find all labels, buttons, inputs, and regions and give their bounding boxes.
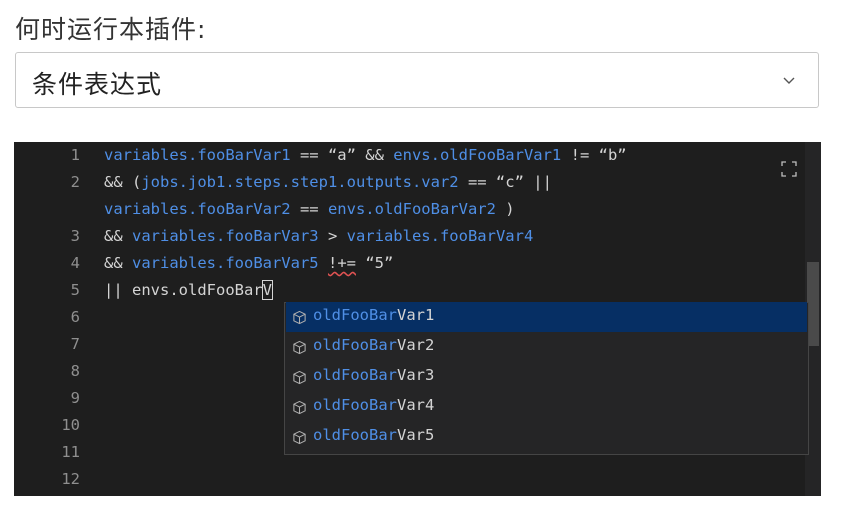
code-line[interactable]: || envs.oldFooBarV xyxy=(104,277,274,304)
cube-icon xyxy=(293,430,306,445)
code-token: && xyxy=(104,227,132,245)
line-number: 1 xyxy=(70,146,80,164)
suggestion-match: oldFooBar xyxy=(313,336,397,354)
code-variable: variables.fooBarVar5 xyxy=(132,254,319,272)
cube-icon xyxy=(293,400,306,415)
code-variable: envs.oldFooBarVar2 xyxy=(327,200,496,218)
line-number: 8 xyxy=(70,362,80,380)
condition-select[interactable]: 条件表达式 xyxy=(15,52,819,108)
scrollbar-thumb[interactable] xyxy=(807,262,819,346)
suggestion-label: oldFooBarVar4 xyxy=(313,390,434,420)
code-token: “5” xyxy=(355,254,394,272)
chevron-down-icon xyxy=(783,77,795,84)
suggestion-item[interactable]: oldFooBarVar3 xyxy=(286,362,807,392)
line-number: 3 xyxy=(70,227,80,245)
code-line[interactable]: && variables.fooBarVar3 > variables.fooB… xyxy=(104,223,533,250)
line-number: 11 xyxy=(61,443,80,461)
code-token: == “a” && xyxy=(290,146,394,164)
code-variable: jobs.job1.steps.step1.outputs.var2 xyxy=(141,173,459,191)
suggestion-item[interactable]: oldFooBarVar5 xyxy=(286,422,807,452)
line-number: 2 xyxy=(70,173,80,191)
code-token: == “c” || xyxy=(458,173,552,191)
code-token xyxy=(319,254,328,272)
suggestion-label: oldFooBarVar5 xyxy=(313,420,434,450)
suggestion-rest: Var3 xyxy=(397,366,435,384)
line-number: 4 xyxy=(70,254,80,272)
cube-icon xyxy=(293,370,306,385)
code-variable: variables.fooBarVar1 xyxy=(104,146,291,164)
line-number: 5 xyxy=(70,281,80,299)
line-number: 9 xyxy=(70,389,80,407)
suggestion-rest: Var1 xyxy=(397,306,435,324)
suggestion-match: oldFooBar xyxy=(313,306,397,324)
code-token: != “b” xyxy=(561,146,627,164)
suggestion-match: oldFooBar xyxy=(313,396,397,414)
code-token: == xyxy=(290,200,328,218)
line-number: 7 xyxy=(70,335,80,353)
select-value: 条件表达式 xyxy=(32,70,163,99)
suggestion-match: oldFooBar xyxy=(313,366,397,384)
code-variable: variables.fooBarVar3 xyxy=(132,227,319,245)
code-token: V xyxy=(261,280,274,300)
code-variable: variables.fooBarVar2 xyxy=(104,200,291,218)
code-token: !+= xyxy=(327,254,356,272)
code-variable: variables.fooBarVar4 xyxy=(346,227,534,245)
code-token: && ( xyxy=(104,173,142,191)
line-number: 12 xyxy=(61,470,80,488)
suggestion-label: oldFooBarVar3 xyxy=(313,360,434,390)
code-token: || envs.oldFooBar xyxy=(104,281,263,299)
suggestion-label: oldFooBarVar2 xyxy=(313,330,434,360)
suggestion-item[interactable]: oldFooBarVar2 xyxy=(286,332,807,362)
code-line[interactable]: && variables.fooBarVar5 !+= “5” xyxy=(104,250,393,277)
code-line[interactable]: variables.fooBarVar1 == “a” && envs.oldF… xyxy=(104,142,627,169)
cube-icon xyxy=(293,340,306,355)
code-token: && xyxy=(104,254,132,272)
suggestion-item[interactable]: oldFooBarVar1 xyxy=(286,302,807,332)
code-token: ) xyxy=(495,200,515,218)
code-line[interactable]: variables.fooBarVar2 == envs.oldFooBarVa… xyxy=(104,196,515,223)
suggestion-item[interactable]: oldFooBarVar4 xyxy=(286,392,807,422)
suggestion-rest: Var2 xyxy=(397,336,435,354)
suggestion-match: oldFooBar xyxy=(313,426,397,444)
suggestion-rest: Var4 xyxy=(397,396,435,414)
suggestion-label: oldFooBarVar1 xyxy=(313,300,434,330)
editor-scrollbar[interactable] xyxy=(805,142,821,496)
code-variable: envs.oldFooBarVar1 xyxy=(393,146,562,164)
line-number xyxy=(14,196,80,223)
code-line[interactable]: && (jobs.job1.steps.step1.outputs.var2 =… xyxy=(104,169,552,196)
line-number: 10 xyxy=(61,416,80,434)
cube-icon xyxy=(293,310,306,325)
field-label: 何时运行本插件: xyxy=(15,15,207,44)
suggestion-rest: Var5 xyxy=(397,426,435,444)
expand-icon[interactable] xyxy=(781,161,797,177)
code-token: > xyxy=(318,227,347,245)
line-number: 6 xyxy=(70,308,80,326)
